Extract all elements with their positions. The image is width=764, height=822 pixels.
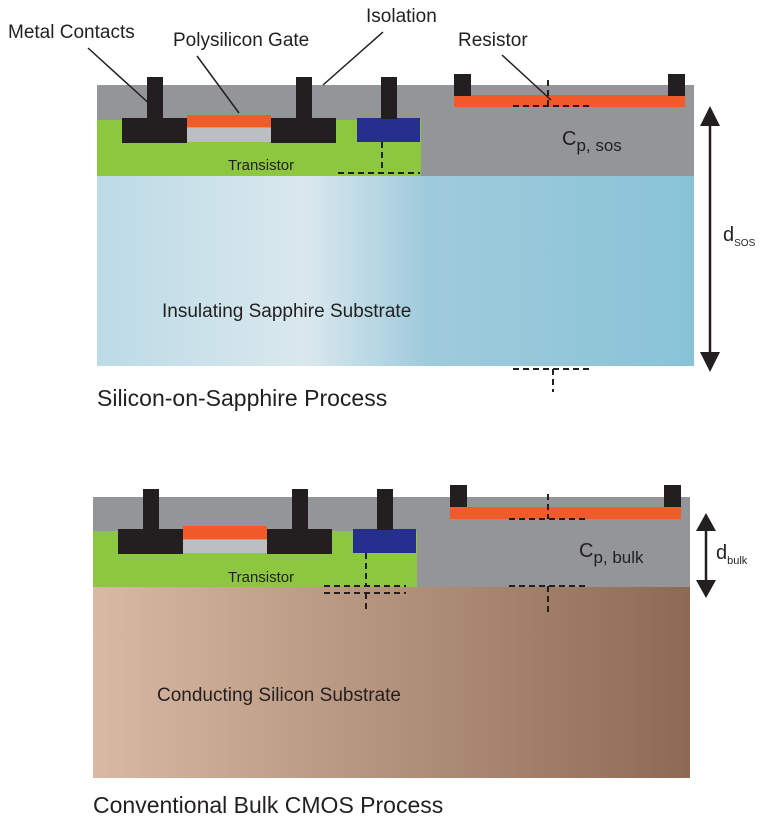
sos-well-contact-post	[381, 77, 397, 119]
sos-substrate-label: Insulating Sapphire Substrate	[162, 301, 411, 322]
bulk-metal-contact-left	[118, 529, 183, 554]
sos-n-well	[357, 118, 420, 142]
sos-thickness-label: dSOS	[723, 224, 756, 249]
sos-resistor	[454, 95, 685, 107]
bulk-polysilicon-gate	[183, 526, 267, 539]
polysilicon-gate-label: Polysilicon Gate	[173, 30, 309, 51]
bulk-resistor-contact-left	[450, 485, 467, 507]
bulk-substrate	[93, 587, 690, 778]
bulk-process-title: Conventional Bulk CMOS Process	[93, 792, 443, 818]
bulk-thickness-arrow	[696, 513, 716, 598]
sos-gate-oxide	[187, 128, 271, 142]
sos-thickness-arrow	[700, 106, 720, 372]
sos-metal-contact-left-post	[147, 77, 163, 119]
sos-process-title: Silicon-on-Sapphire Process	[97, 385, 387, 411]
bulk-metal-contact-right	[267, 529, 332, 554]
sos-cross-section	[97, 74, 720, 392]
sos-resistor-contact-left	[454, 74, 471, 96]
sos-transistor-label: Transistor	[228, 157, 294, 174]
sos-parasitic-capacitor-symbols	[338, 80, 593, 392]
resistor-label: Resistor	[458, 30, 528, 51]
sos-substrate	[97, 176, 694, 366]
metal-contacts-label: Metal Contacts	[8, 22, 135, 43]
bulk-transistor-label: Transistor	[228, 569, 294, 586]
sos-metal-contact-left	[122, 118, 187, 143]
bulk-thickness-label: dbulk	[716, 542, 748, 567]
callout-leader-lines	[87, 31, 552, 114]
bulk-well-contact-post	[377, 489, 393, 530]
sos-metal-contact-right-post	[296, 77, 312, 119]
sos-capacitance-label: Cp, sos	[562, 128, 622, 155]
bulk-metal-contact-right-post	[292, 489, 308, 530]
isolation-label: Isolation	[366, 6, 437, 27]
bulk-n-well	[353, 529, 416, 553]
bulk-resistor	[450, 507, 681, 519]
sos-polysilicon-gate	[187, 115, 271, 127]
bulk-resistor-contact-right	[664, 485, 681, 507]
bulk-capacitance-label: Cp, bulk	[579, 540, 644, 567]
bulk-parasitic-capacitor-symbols	[324, 494, 589, 613]
bulk-cross-section	[93, 485, 716, 778]
bulk-metal-contact-left-post	[143, 489, 159, 530]
sos-resistor-contact-right	[668, 74, 685, 96]
bulk-gate-oxide	[183, 540, 267, 553]
bulk-substrate-label: Conducting Silicon Substrate	[157, 685, 401, 706]
sos-metal-contact-right	[271, 118, 336, 143]
